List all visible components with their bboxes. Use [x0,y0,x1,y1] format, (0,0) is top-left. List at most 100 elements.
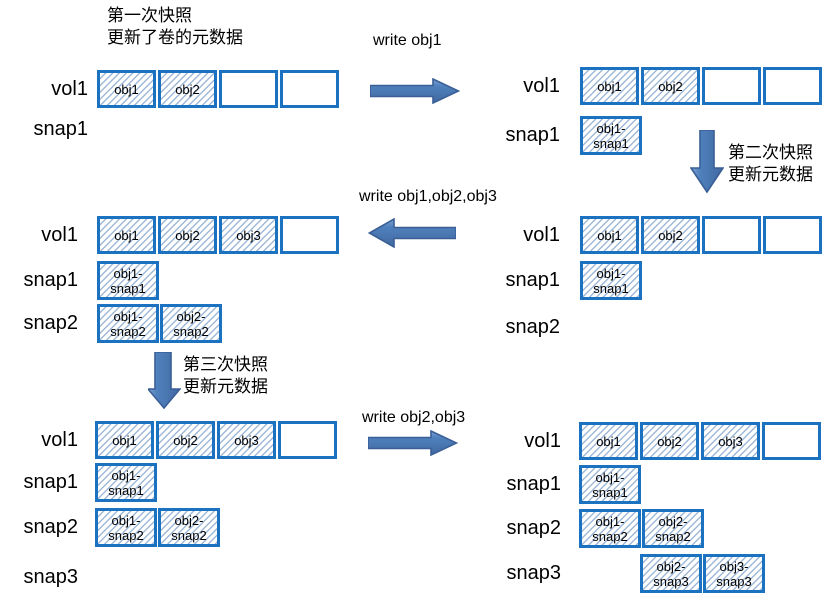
state-2-vol1-label: vol1 [523,75,560,97]
cell-text-line: snap1 [593,135,629,151]
cell-obj1-snap1: obj1-snap1 [95,463,157,502]
note-line: 更新元数据 [183,377,268,396]
cell-obj1-snap1: obj1-snap1 [97,261,159,300]
cell-empty [763,67,822,105]
cell-obj1: obj1 [579,422,638,460]
cell-obj3: obj3 [219,216,278,254]
state-3-snap2-label: snap2 [505,316,561,338]
state-2-snap1-label: snap1 [505,124,561,146]
cell-text-line: obj1- [596,265,626,281]
cell-text-line: obj3 [718,433,743,449]
cell-empty [702,67,761,105]
cell-obj2: obj2 [641,67,700,105]
cell-text-line: snap3 [653,573,689,589]
state-5-vol1-label: vol1 [41,429,78,451]
cell-text-line: snap1 [593,280,629,296]
state-4-vol1-label: vol1 [41,224,78,246]
cell-obj2: obj2 [156,421,215,459]
cell-obj1: obj1 [580,67,639,105]
write-obj1-obj2-obj3-label: write obj1,obj2,obj3 [359,187,497,207]
cell-obj1: obj1 [95,421,154,459]
state-6-snap2-label: snap2 [506,517,562,539]
cell-text-line: obj1 [112,432,137,448]
note-line: write obj1 [373,32,442,49]
cell-obj1-snap2: obj1-snap2 [95,508,157,547]
state-5-snap1-label: snap1 [23,471,79,493]
state-6-snap1-label: snap1 [506,473,562,495]
cell-obj3: obj3 [217,421,276,459]
cell-empty [280,216,339,254]
cell-obj1-snap1: obj1-snap1 [579,465,641,504]
cell-text-line: obj1- [111,512,141,528]
cell-text-line: snap2 [171,527,207,543]
cell-text-line: snap2 [592,528,628,544]
cell-text-line: obj1 [114,81,139,97]
cell-text-line: obj1 [597,227,622,243]
note-line: 第一次快照 [107,6,192,25]
write-obj2-obj3-label: write obj2,obj3 [362,408,465,428]
state-6-snap3-label: snap3 [506,562,562,584]
third-snapshot-note: 第三次快照 更新元数据 [183,354,268,398]
cell-obj1: obj1 [97,70,156,108]
arrow-left-icon [368,218,456,248]
cell-text-line: obj3 [236,227,261,243]
cell-obj1-snap1: obj1-snap1 [580,261,642,300]
first-snapshot-note: 第一次快照 更新了卷的元数据 [107,5,243,49]
cell-obj1: obj1 [97,216,156,254]
cell-empty [762,422,821,460]
state-4-snap1-label: snap1 [23,269,79,291]
cell-obj2-snap3: obj2-snap3 [640,554,702,593]
cell-text-line: obj3 [234,432,259,448]
cell-text-line: snap1 [108,482,144,498]
cell-obj2: obj2 [641,216,700,254]
cell-text-line: obj1- [113,308,143,324]
cell-obj2-snap2: obj2-snap2 [160,304,222,343]
cell-text-line: obj2- [176,308,206,324]
cell-text-line: obj2- [174,512,204,528]
note-line: 第二次快照 [728,143,813,162]
cell-empty [280,70,339,108]
cell-obj1: obj1 [580,216,639,254]
cell-text-line: obj1- [113,265,143,281]
cell-empty [763,216,822,254]
cell-obj2-snap2: obj2-snap2 [642,509,704,548]
arrow-right-icon [370,78,460,104]
note-line: write obj1,obj2,obj3 [359,188,497,205]
cell-obj2: obj2 [158,70,217,108]
note-line: 第三次快照 [183,355,268,374]
state-5-snap2-label: snap2 [23,516,79,538]
note-line: 更新了卷的元数据 [107,28,243,47]
state-1-snap1-label: snap1 [33,118,89,140]
cell-text-line: snap1 [592,484,628,500]
cell-text-line: obj1- [111,467,141,483]
cell-text-line: obj1- [595,513,625,529]
cell-text-line: snap2 [173,323,209,339]
note-line: 更新元数据 [728,165,813,184]
cell-obj2: obj2 [158,216,217,254]
second-snapshot-note: 第二次快照 更新元数据 [728,142,813,186]
cell-text-line: snap2 [110,323,146,339]
state-4-snap2-label: snap2 [23,312,79,334]
cell-obj2: obj2 [640,422,699,460]
cell-text-line: snap2 [655,528,691,544]
cell-obj2-snap2: obj2-snap2 [158,508,220,547]
cell-text-line: obj2- [658,513,688,529]
arrow-down-icon [690,130,724,194]
cell-text-line: obj2- [656,558,686,574]
cell-text-line: obj2 [658,227,683,243]
cell-empty [702,216,761,254]
cell-text-line: obj2 [175,227,200,243]
cell-text-line: obj3- [719,558,749,574]
cell-text-line: obj2 [658,78,683,94]
write-obj1-label: write obj1 [373,31,441,51]
cell-text-line: obj2 [657,433,682,449]
cell-obj3-snap3: obj3-snap3 [703,554,765,593]
cell-text-line: snap1 [110,280,146,296]
cell-text-line: obj1 [596,433,621,449]
state-3-snap1-label: snap1 [505,269,561,291]
cell-text-line: obj1 [114,227,139,243]
state-5-snap3-label: snap3 [23,566,79,588]
cell-text-line: snap2 [108,527,144,543]
arrow-down-icon [148,352,181,410]
